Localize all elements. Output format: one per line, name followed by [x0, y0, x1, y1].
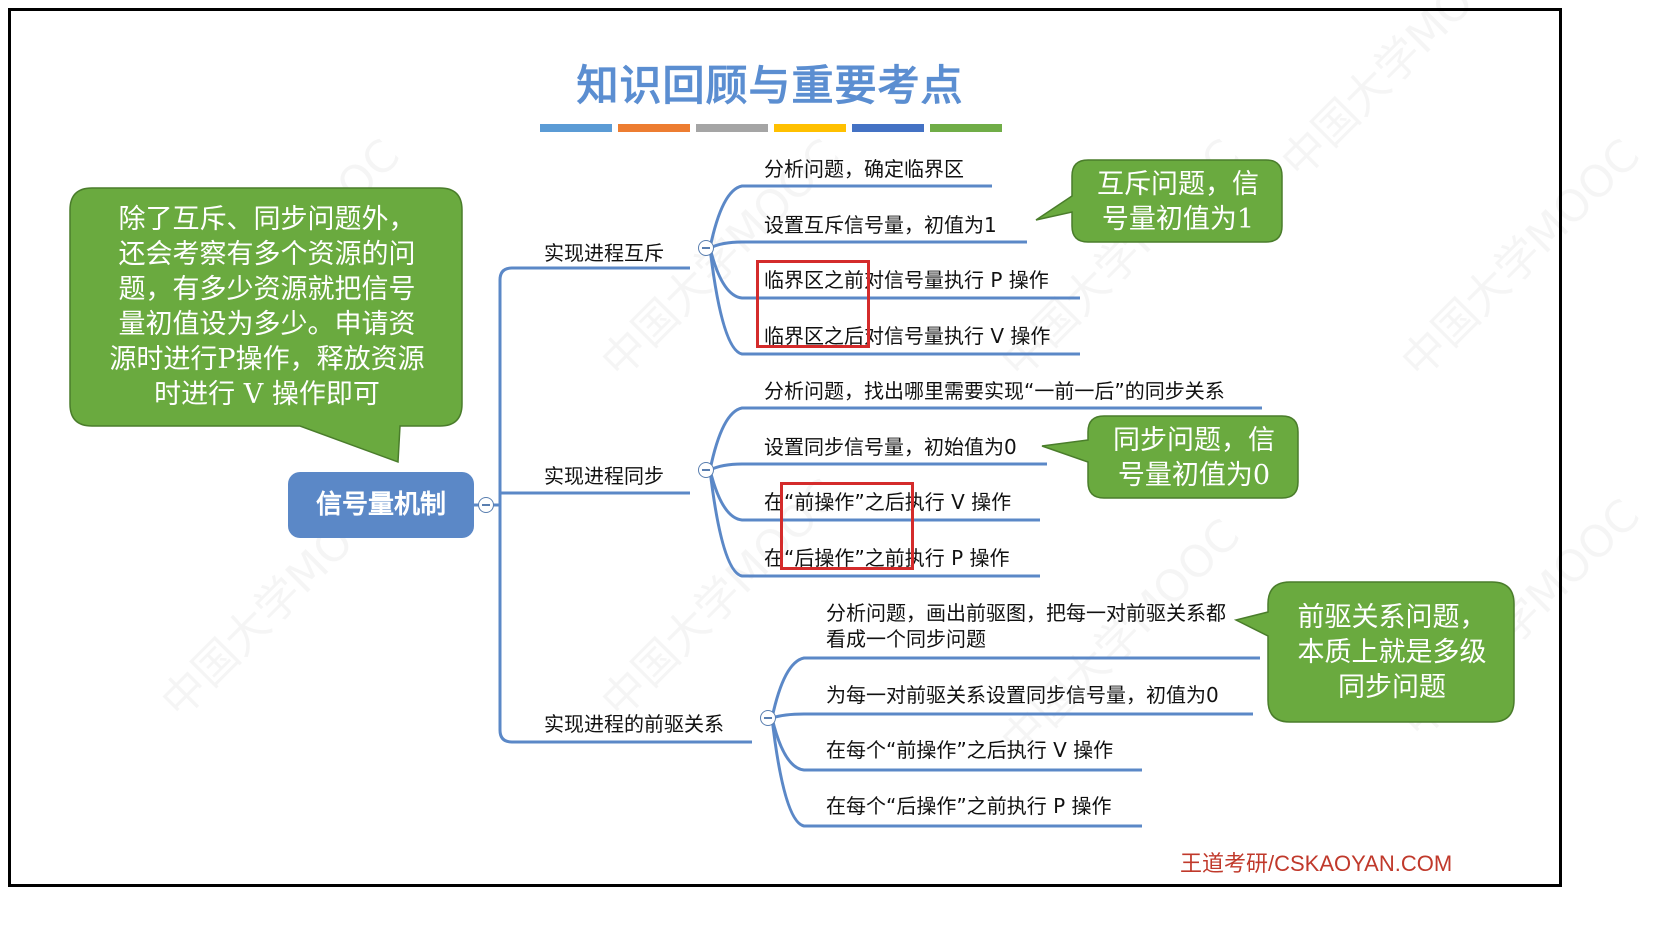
color-bar-segment	[540, 124, 612, 132]
leaf-mutex-4[interactable]: 临界区之后对信号量执行 V 操作	[764, 324, 1051, 348]
leaf-precedence-1[interactable]: 分析问题，画出前驱图，把每一对前驱关系都 看成一个同步问题	[826, 601, 1226, 651]
color-bar-segment	[774, 124, 846, 132]
connector-root-mutex	[474, 266, 690, 507]
callout-sync-text: 同步问题，信 号量初值为0	[1113, 425, 1275, 491]
color-bar-segment	[852, 124, 924, 132]
color-bar-segment	[930, 124, 1002, 132]
branch-label-precedence[interactable]: 实现进程的前驱关系	[544, 712, 724, 736]
callout-precedence-text: 前驱关系问题， 本质上就是多级 同步问题	[1297, 602, 1487, 703]
callout-left-text: 除了互斥、同步问题外， 还会考察有多个资源的问 题，有多少资源就把信号 量初值设…	[109, 204, 425, 410]
connector-root-precedence	[474, 503, 752, 744]
branch-label-mutex[interactable]: 实现进程互斥	[544, 241, 664, 265]
callout-mutex-text: 互斥问题，信 号量初值为1	[1097, 169, 1259, 235]
leaf-mutex-1[interactable]: 分析问题，确定临界区	[764, 157, 964, 181]
color-bar-segment	[618, 124, 690, 132]
leaf-sync-1[interactable]: 分析问题，找出哪里需要实现“一前一后”的同步关系	[764, 379, 1225, 403]
leaf-precedence-4[interactable]: 在每个“后操作”之前执行 P 操作	[826, 794, 1112, 818]
leaf-precedence-2[interactable]: 为每一对前驱关系设置同步信号量，初值为0	[826, 683, 1219, 707]
footer-brand: 王道考研/CSKAOYAN.COM	[1180, 851, 1453, 876]
highlight-box-mutex	[756, 260, 870, 348]
color-bar-segment	[696, 124, 768, 132]
leaf-mutex-3[interactable]: 临界区之前对信号量执行 P 操作	[764, 268, 1049, 292]
leaf-sync-4[interactable]: 在“后操作”之前执行 P 操作	[764, 546, 1010, 570]
callout-left-bubble	[69, 187, 463, 464]
highlight-box-sync	[780, 482, 914, 570]
branch-mutex-toggle[interactable]	[698, 240, 714, 256]
branch-sync-toggle[interactable]	[698, 462, 714, 478]
page-title: 知识回顾与重要考点	[576, 61, 964, 110]
leaf-precedence-3[interactable]: 在每个“前操作”之后执行 V 操作	[826, 738, 1114, 762]
callout-mutex-bubble	[1035, 159, 1283, 243]
callout-sync-bubble	[1041, 415, 1299, 499]
root-collapse-toggle[interactable]	[478, 497, 494, 513]
callout-precedence-bubble	[1233, 581, 1515, 723]
slide-frame	[8, 8, 1562, 887]
branch-precedence-toggle[interactable]	[760, 710, 776, 726]
branch-label-sync[interactable]: 实现进程同步	[544, 464, 664, 488]
root-node[interactable]: 信号量机制	[288, 472, 474, 538]
leaf-sync-2[interactable]: 设置同步信号量，初始值为0	[764, 435, 1017, 459]
title-color-bar	[540, 124, 1002, 132]
leaf-sync-3[interactable]: 在“前操作”之后执行 V 操作	[764, 490, 1012, 514]
leaf-mutex-2[interactable]: 设置互斥信号量，初值为1	[764, 213, 997, 237]
connector-root-sync	[474, 491, 690, 507]
